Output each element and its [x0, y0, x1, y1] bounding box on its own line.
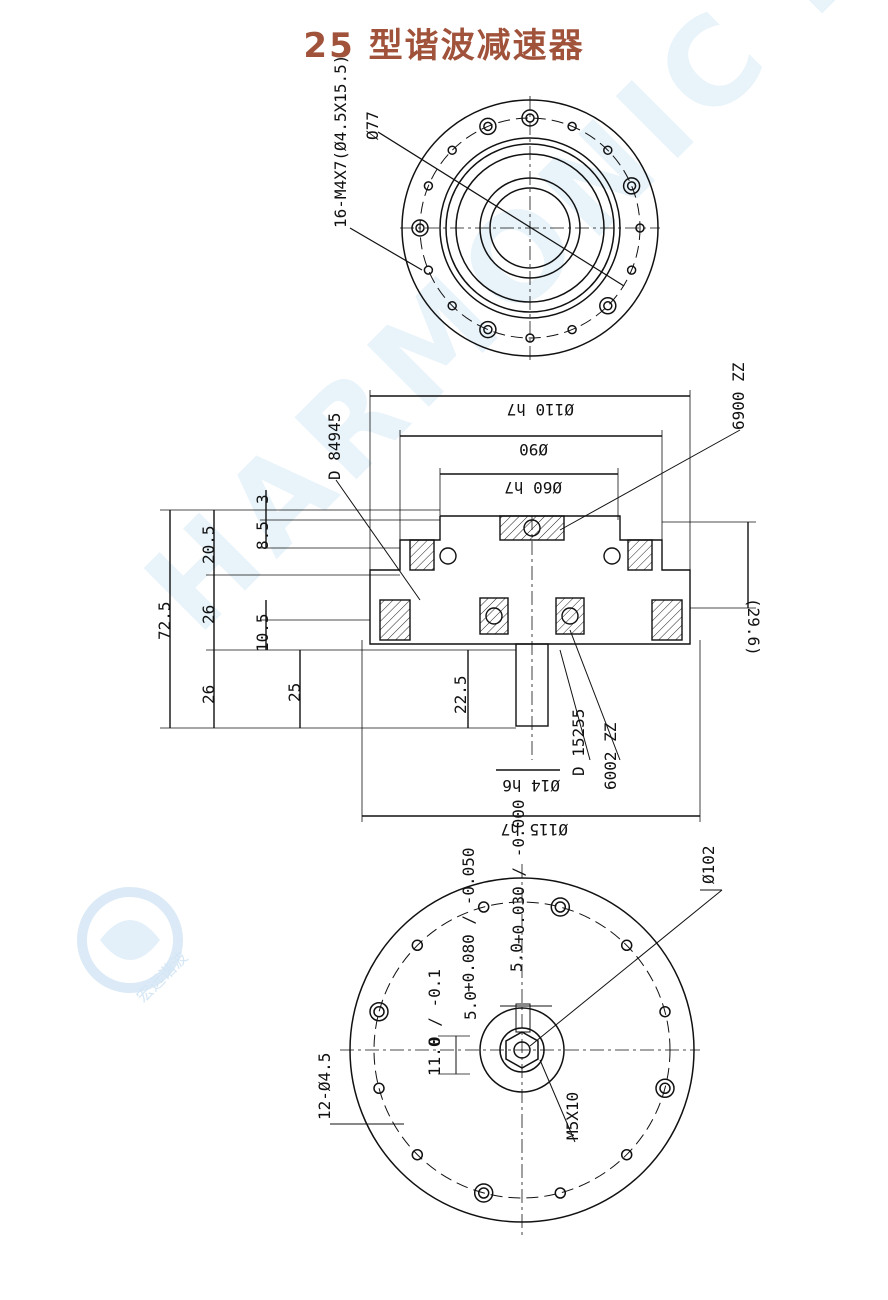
bolt-hole: [477, 1187, 490, 1199]
bolt-hole: [373, 1082, 385, 1095]
bolt-hole: [659, 1082, 671, 1095]
front-diameter-callout: Ø77: [363, 111, 382, 140]
back-key-width: 5.0: [507, 943, 526, 972]
label-bearing-6900: 6900 ZZ: [729, 362, 748, 430]
bolt-hole: [525, 113, 535, 123]
label-d115: Ø115 h7: [501, 820, 568, 839]
bolt-hole: [626, 181, 637, 191]
bolt-head: [622, 177, 641, 195]
back-thread-callout: M5X10: [563, 1092, 582, 1140]
bolt-hole: [447, 145, 457, 155]
bolt-hole: [447, 301, 457, 311]
bolt-head: [521, 109, 539, 127]
back-shaft-depth-tol: 0 / -0.1: [425, 969, 444, 1046]
bolt-hole: [423, 265, 434, 275]
back-holes-callout: 12-Ø4.5: [315, 1053, 334, 1120]
bolt-head: [655, 1078, 675, 1099]
label-dim-26-bottom: 26: [199, 685, 218, 704]
label-seal-bottom: D 15255: [569, 709, 588, 776]
label-dim-25: 25: [285, 683, 304, 702]
bolt-hole: [635, 223, 645, 233]
label-seal-top: D 84945: [325, 413, 344, 480]
bolt-hole: [567, 121, 577, 132]
front-bolt-holes: [411, 109, 645, 343]
bolt-hole: [603, 145, 613, 155]
bolt-hole: [415, 223, 425, 233]
section-view: [160, 390, 756, 822]
page-title: 25 型谐波减速器: [303, 26, 585, 66]
label-dim-72-5: 72.5: [155, 601, 174, 640]
bolt-hole: [603, 301, 613, 311]
back-view: [330, 864, 723, 1236]
bolt-hole: [411, 939, 424, 952]
front-leader-d77: [377, 131, 625, 287]
back-key-depth-tol: +0.080 / -0.050: [459, 848, 478, 993]
back-key-depth: 5.0: [461, 991, 480, 1020]
bolt-hole: [483, 324, 493, 335]
bolt-hole: [525, 333, 535, 343]
bolt-head: [411, 219, 429, 237]
bolt-head: [479, 117, 497, 136]
back-diameter-callout: Ø102: [699, 845, 718, 884]
bolt-hole: [554, 901, 567, 913]
bolt-hole: [477, 901, 490, 913]
bolt-hole: [626, 265, 637, 275]
bolt-head: [473, 1183, 494, 1203]
bolt-hole: [620, 939, 633, 952]
back-key-width-tol: +0.030 / -0.000: [509, 800, 528, 945]
label-dim-29-6: (29.6): [744, 598, 763, 656]
front-bolt-callout: 16-M4X7(Ø4.5X15.5): [331, 55, 350, 228]
label-d14: Ø14 h6: [502, 776, 560, 795]
bolt-head: [550, 897, 571, 917]
front-view: [349, 96, 660, 362]
bolt-hole: [411, 1148, 424, 1161]
bolt-hole: [620, 1148, 633, 1161]
bolt-hole: [483, 121, 493, 132]
label-d90: Ø90: [519, 440, 548, 459]
bolt-hole: [554, 1187, 567, 1199]
bolt-hole: [423, 181, 434, 191]
bolt-hole: [373, 1005, 385, 1018]
bolt-hole: [659, 1005, 671, 1018]
label-bearing-6002: 6002 ZZ: [601, 722, 620, 790]
label-dim-3: 3: [253, 494, 272, 504]
bolt-head: [369, 1001, 389, 1022]
bolt-head: [599, 297, 617, 315]
label-dim-26-top: 26: [199, 605, 218, 624]
back-shaft-depth: 11.0: [425, 1037, 444, 1076]
logo-watermark-icon: [77, 887, 183, 993]
label-d60: Ø60 h7: [504, 478, 562, 497]
front-leader-bolts: [349, 227, 423, 271]
label-dim-20-5: 20.5: [199, 525, 218, 564]
bolt-hole: [567, 324, 577, 335]
back-bolt-holes: [369, 897, 675, 1203]
label-dim-10-5: 10.5: [253, 613, 272, 652]
bolt-head: [479, 320, 497, 339]
label-dim-22-5: 22.5: [451, 675, 470, 714]
label-dim-8-5: 8.5: [253, 521, 272, 550]
label-d110: Ø110 h7: [507, 400, 574, 419]
